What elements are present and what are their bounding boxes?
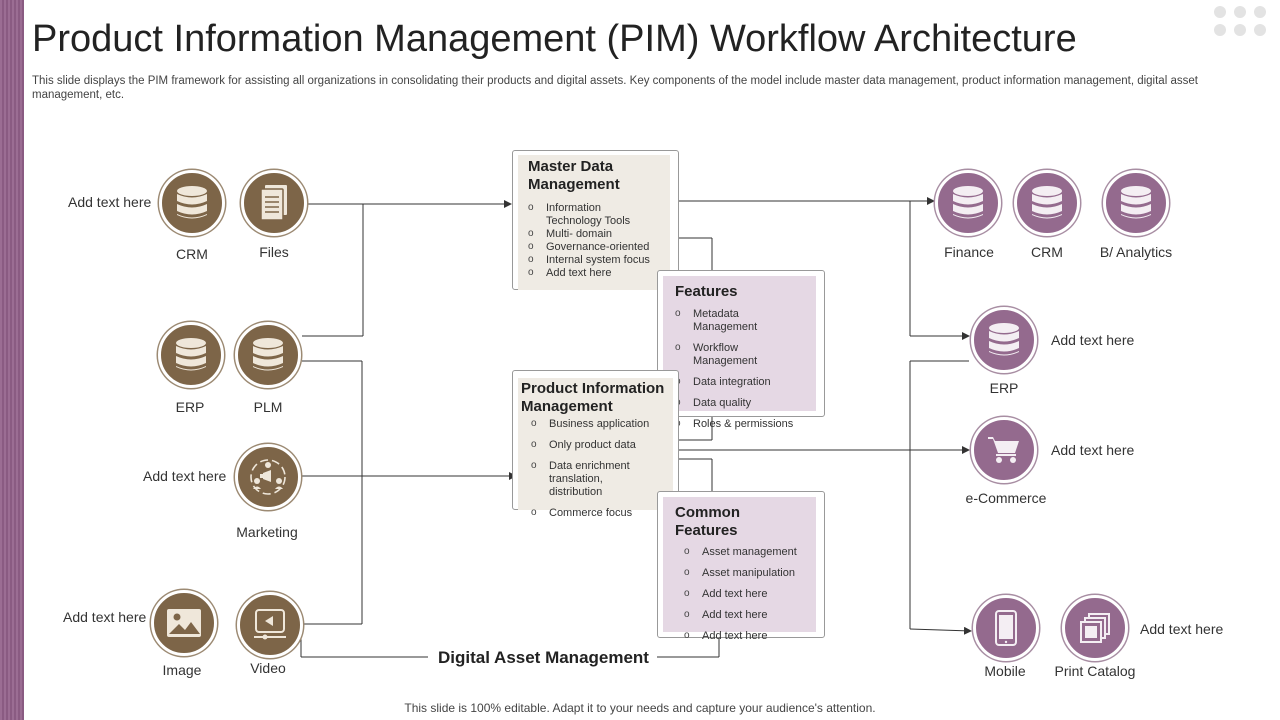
database-icon	[176, 338, 206, 371]
add-text-label: Add text here	[1140, 621, 1224, 637]
team-megaphone-icon	[250, 459, 286, 495]
database-icon	[953, 186, 983, 219]
add-text-label: Add text here	[68, 194, 152, 210]
pim-item: Business application	[531, 417, 670, 431]
finance-label: Finance	[944, 244, 994, 260]
video-source-circle	[237, 592, 303, 658]
erp-source-label: ERP	[175, 399, 205, 415]
erp-output-circle	[971, 307, 1037, 373]
mdm-item: Internal system focus	[528, 253, 660, 267]
features-item: Roles & permissions	[675, 417, 804, 431]
common-features-item: Add text here	[684, 608, 804, 622]
mdm-title-line2: Management	[528, 176, 620, 193]
erp-source-circle	[158, 322, 224, 388]
digital-asset-management-label: Digital Asset Management	[438, 648, 649, 667]
page-title: Product Information Management (PIM) Wor…	[32, 18, 1077, 60]
finance-output-circle	[935, 170, 1001, 236]
pim-item: Commerce focus	[531, 506, 670, 520]
features-item: Data integration	[675, 375, 804, 389]
features-item: Data quality	[675, 396, 804, 410]
video-icon	[254, 609, 286, 640]
video-label: Video	[250, 660, 286, 676]
marketing-source-circle	[235, 444, 301, 510]
files-source-circle	[241, 170, 307, 236]
features-item: Workflow Management	[675, 341, 804, 368]
pim-title-line2: Management	[521, 398, 613, 415]
plm-label: PLM	[253, 399, 283, 415]
features-box: Features Metadata Management Workflow Ma…	[663, 276, 816, 430]
features-item: Metadata Management	[675, 307, 804, 334]
crm-output-label: CRM	[1031, 244, 1063, 260]
common-features-item: Asset manipulation	[684, 566, 804, 580]
database-icon	[1032, 186, 1062, 219]
print-catalog-icon	[1080, 613, 1110, 643]
analytics-output-circle	[1103, 170, 1169, 236]
pim-item: Data enrichment translation, distributio…	[531, 459, 659, 499]
mdm-item: Add text here	[528, 266, 660, 280]
page-description: This slide displays the PIM framework fo…	[32, 75, 1198, 101]
analytics-label: B/ Analytics	[1099, 244, 1173, 260]
crm-label: CRM	[176, 246, 208, 262]
ecommerce-output-circle	[971, 417, 1037, 483]
add-text-label: Add text here	[1051, 332, 1135, 348]
mdm-item: Information Technology Tools	[528, 201, 646, 228]
add-text-label: Add text here	[1051, 442, 1135, 458]
pim-title-line1: Product Information	[521, 380, 665, 397]
database-icon	[1121, 186, 1151, 219]
ecommerce-label: e-Commerce	[965, 490, 1047, 506]
print-catalog-output-circle	[1062, 595, 1128, 661]
common-features-item: Add text here	[684, 587, 804, 601]
sidebar-stripe	[0, 0, 24, 720]
add-text-label: Add text here	[63, 609, 147, 625]
common-features-box: Common Features Asset management Asset m…	[663, 497, 816, 642]
database-icon	[253, 338, 283, 371]
common-features-item: Add text here	[684, 629, 804, 643]
mdm-item: Governance-oriented	[528, 240, 660, 254]
footer-note: This slide is 100% editable. Adapt it to…	[404, 701, 876, 715]
print-catalog-label: Print Catalog	[1054, 663, 1136, 679]
dots-grid-icon	[1212, 4, 1276, 38]
add-text-label: Add text here	[143, 468, 227, 484]
plm-source-circle	[235, 322, 301, 388]
mobile-label: Mobile	[984, 663, 1026, 679]
common-features-item: Asset management	[684, 545, 804, 559]
pim-item: Only product data	[531, 438, 670, 452]
features-title: Features	[675, 283, 738, 300]
mobile-output-circle	[973, 595, 1039, 661]
erp-output-label: ERP	[989, 380, 1019, 396]
database-icon	[177, 186, 207, 219]
image-icon	[167, 609, 201, 637]
image-source-circle	[151, 590, 217, 656]
mdm-title-line1: Master Data	[528, 158, 614, 175]
crm-output-circle	[1014, 170, 1080, 236]
marketing-label: Marketing	[236, 524, 298, 540]
crm-source-circle	[159, 170, 225, 236]
files-label: Files	[259, 244, 289, 260]
document-icon	[260, 185, 287, 221]
shopping-cart-icon	[988, 437, 1019, 463]
image-label: Image	[162, 662, 202, 678]
common-features-title: Common Features	[675, 504, 740, 539]
mdm-item: Multi- domain	[528, 227, 660, 241]
mobile-phone-icon	[995, 610, 1017, 646]
database-icon	[989, 323, 1019, 356]
